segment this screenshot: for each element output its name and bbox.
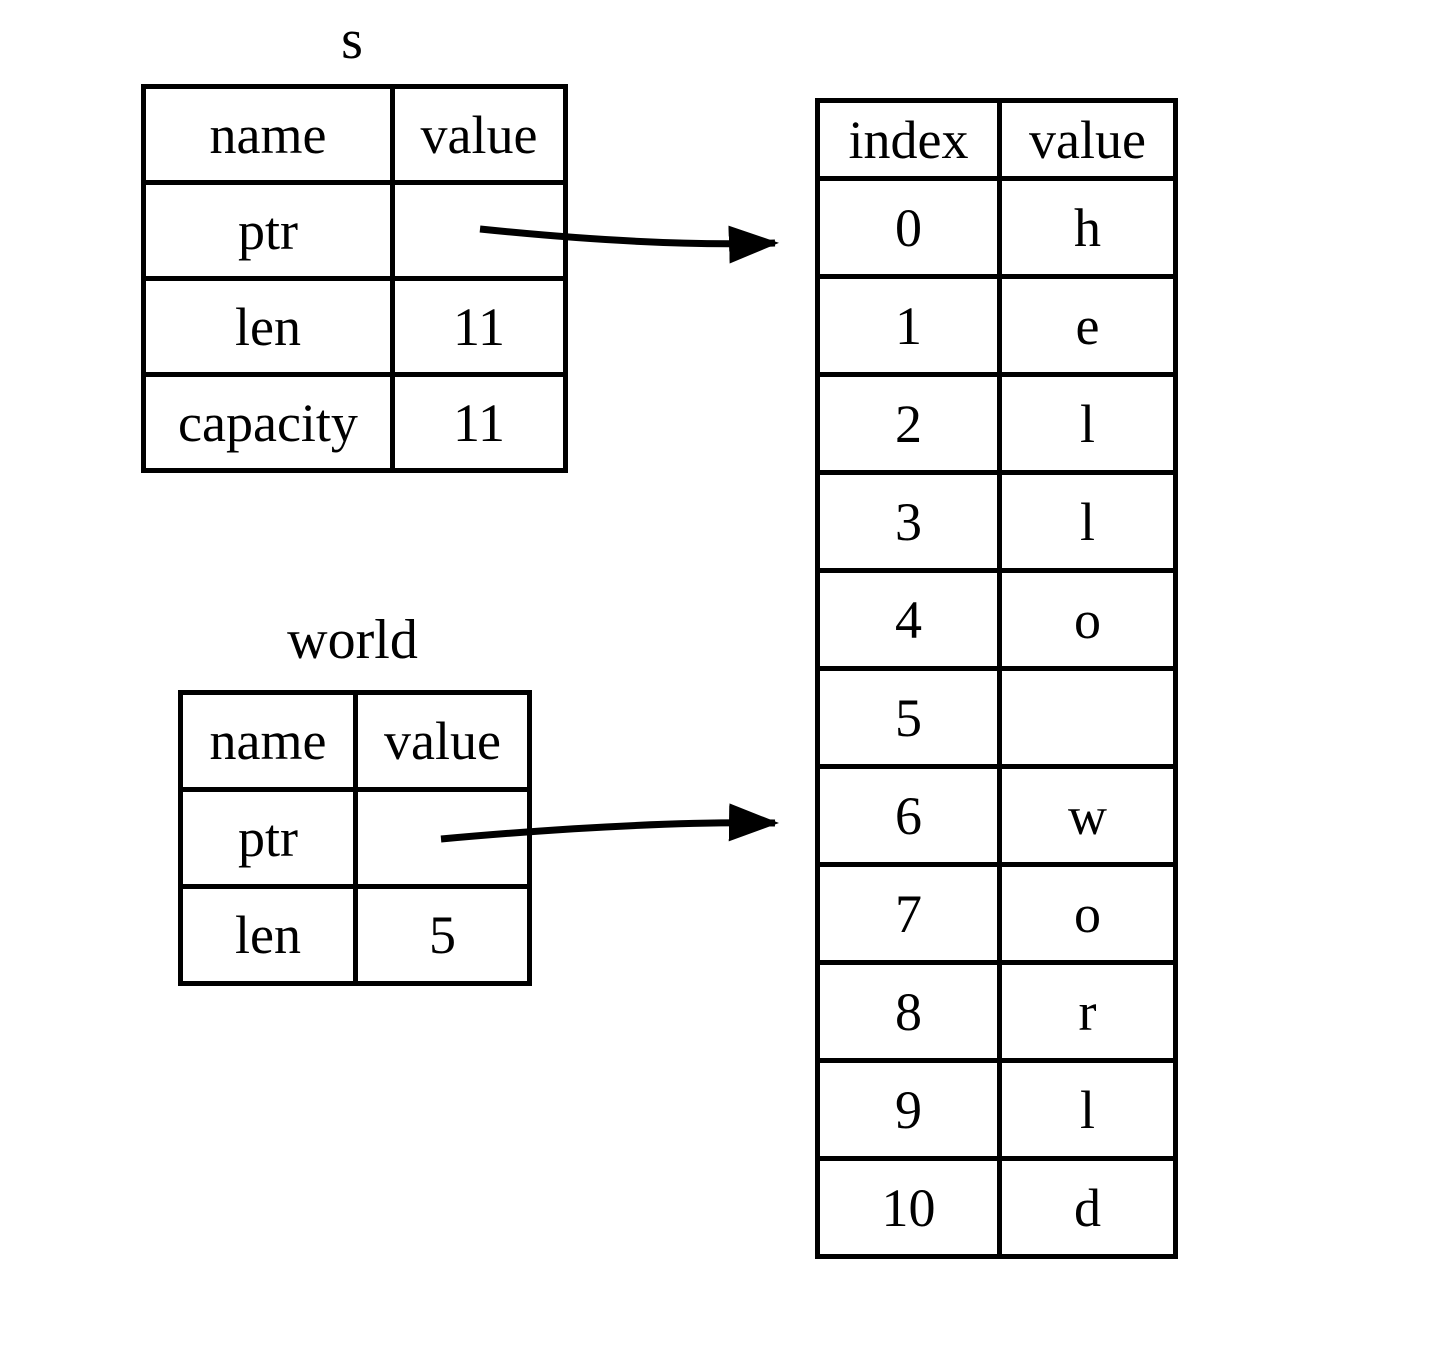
cell-field-name: ptr	[178, 787, 358, 889]
cell-char: l	[997, 372, 1178, 475]
table-row: 0 h	[815, 176, 1178, 279]
cell-field-value: 11	[390, 276, 568, 377]
cell-field-name: capacity	[141, 372, 395, 473]
table-header-row: name value	[141, 84, 568, 185]
cell-index: 1	[815, 274, 1002, 377]
cell-index: 6	[815, 764, 1002, 867]
table-row: len 5	[178, 884, 532, 986]
header-cell-index: index	[815, 98, 1002, 181]
cell-char: h	[997, 176, 1178, 279]
table-row: 6 w	[815, 764, 1178, 867]
table-row: capacity 11	[141, 372, 568, 473]
cell-index: 9	[815, 1058, 1002, 1161]
cell-index: 4	[815, 568, 1002, 671]
cell-char: o	[997, 862, 1178, 965]
cell-char: d	[997, 1156, 1178, 1259]
heap-string-table: index value 0 h 1 e 2 l 3 l 4 o 5 6 w	[815, 98, 1178, 1259]
header-cell-name: name	[178, 690, 358, 792]
s-struct-title: s	[341, 9, 363, 71]
s-struct-table: name value ptr len 11 capacity 11	[141, 84, 568, 473]
cell-field-value	[390, 180, 568, 281]
cell-char: e	[997, 274, 1178, 377]
table-row: ptr	[141, 180, 568, 281]
cell-char	[997, 666, 1178, 769]
table-row: 8 r	[815, 960, 1178, 1063]
table-row: ptr	[178, 787, 532, 889]
table-row: len 11	[141, 276, 568, 377]
cell-field-value: 11	[390, 372, 568, 473]
table-row: 7 o	[815, 862, 1178, 965]
table-row: 10 d	[815, 1156, 1178, 1259]
header-cell-name: name	[141, 84, 395, 185]
table-header-row: name value	[178, 690, 532, 792]
cell-index: 0	[815, 176, 1002, 279]
header-cell-value: value	[353, 690, 532, 792]
world-struct-table: name value ptr len 5	[178, 690, 532, 986]
table-row: 5	[815, 666, 1178, 769]
table-header-row: index value	[815, 98, 1178, 181]
table-row: 2 l	[815, 372, 1178, 475]
table-row: 1 e	[815, 274, 1178, 377]
cell-char: w	[997, 764, 1178, 867]
cell-field-value	[353, 787, 532, 889]
cell-index: 2	[815, 372, 1002, 475]
header-cell-value: value	[390, 84, 568, 185]
header-cell-value: value	[997, 98, 1178, 181]
cell-index: 10	[815, 1156, 1002, 1259]
table-row: 3 l	[815, 470, 1178, 573]
cell-char: l	[997, 470, 1178, 573]
cell-index: 7	[815, 862, 1002, 965]
cell-char: r	[997, 960, 1178, 1063]
table-row: 9 l	[815, 1058, 1178, 1161]
cell-field-value: 5	[353, 884, 532, 986]
cell-field-name: len	[178, 884, 358, 986]
cell-index: 3	[815, 470, 1002, 573]
cell-field-name: len	[141, 276, 395, 377]
cell-field-name: ptr	[141, 180, 395, 281]
cell-char: o	[997, 568, 1178, 671]
cell-index: 8	[815, 960, 1002, 1063]
world-struct-title: world	[287, 609, 418, 671]
cell-index: 5	[815, 666, 1002, 769]
cell-char: l	[997, 1058, 1178, 1161]
table-row: 4 o	[815, 568, 1178, 671]
